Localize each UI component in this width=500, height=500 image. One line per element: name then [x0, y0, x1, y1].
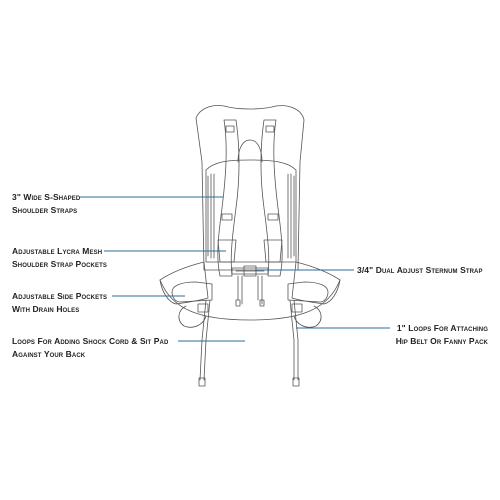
left-belt-strap-2: [203, 299, 211, 381]
callout-line: 3" Wide S-Shaped: [12, 192, 81, 202]
right-mesh-pocket: [263, 239, 283, 263]
callout-mesh-pockets: Adjustable Lycra Mesh Shoulder Strap Poc…: [12, 245, 107, 271]
right-belt-strap: [293, 299, 299, 381]
right-belt-strap-end: [292, 377, 300, 387]
left-belt-strap-end: [198, 377, 206, 387]
left-strap-end: [235, 299, 241, 307]
callout-side-pockets: Adjustable Side Pockets With Drain Holes: [12, 290, 107, 316]
belt-lower-edge: [159, 279, 341, 321]
right-strap-end: [259, 299, 265, 307]
right-belt-buckle: [291, 303, 303, 313]
callout-line: Hip Belt Or Fanny Pack: [395, 336, 488, 346]
left-strap-clip-1: [225, 125, 235, 133]
callout-line: Against Your Back: [12, 349, 86, 359]
callout-sternum-strap: 3/4" Dual Adjust Sternum Strap: [357, 264, 483, 277]
sternum-strap-shape: [231, 265, 269, 277]
right-side-pocket: [287, 281, 329, 303]
right-shoulder-strap: [260, 119, 283, 277]
left-waist-curl: [178, 305, 207, 328]
pack-body: [205, 159, 297, 263]
left-shoulder-strap: [217, 119, 240, 277]
callout-line: Loops For Adding Shock Cord & Sit Pad: [12, 336, 169, 346]
callout-line: Shoulder Straps: [12, 205, 78, 215]
callout-shock-cord-loops: Loops For Adding Shock Cord & Sit Pad Ag…: [12, 335, 168, 361]
callout-line: Adjustable Lycra Mesh: [12, 246, 103, 256]
back-panel: [195, 105, 305, 271]
side-mesh-left: [207, 173, 215, 259]
haul-loop: [237, 139, 263, 163]
right-strap-clip-1: [265, 125, 275, 133]
left-strap-clip-2: [221, 213, 233, 221]
callout-shoulder-straps: 3" Wide S-Shaped Shoulder Straps: [12, 191, 80, 217]
left-belt-buckle: [197, 303, 209, 313]
callout-line: 1" Loops For Attaching: [396, 323, 488, 333]
right-belt-strap-2: [289, 299, 295, 381]
callout-hip-belt-loops: 1" Loops For Attaching Hip Belt Or Fanny…: [396, 322, 488, 348]
left-hip-belt: [159, 261, 209, 305]
leader-lines: [80, 196, 390, 342]
left-mesh-pocket: [217, 239, 237, 263]
right-strap-clip-2: [267, 213, 279, 221]
side-mesh-right: [287, 173, 295, 259]
left-belt-strap: [199, 299, 207, 381]
callout-line: Shoulder Strap Pockets: [12, 259, 107, 269]
callout-line: Adjustable Side Pockets: [12, 291, 108, 301]
callout-line: With Drain Holes: [12, 304, 80, 314]
right-waist-curl: [293, 305, 322, 328]
callout-line: 3/4" Dual Adjust Sternum Strap: [357, 265, 483, 275]
left-side-pocket: [171, 281, 213, 303]
